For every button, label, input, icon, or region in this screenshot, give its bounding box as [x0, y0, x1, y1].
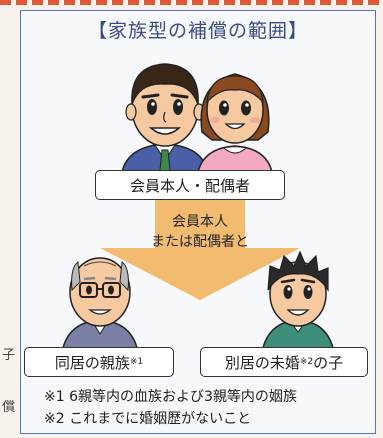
center-caption-line1: 会員本人 [172, 214, 228, 230]
diagram-title: 【家族型の補償の範囲】 [87, 20, 308, 42]
center-caption: 会員本人 または配偶者と [110, 212, 290, 252]
label-member-spouse: 会員本人・配偶者 [95, 170, 285, 200]
label-unmarried-child-text2: の子 [313, 353, 344, 372]
footnote-1: ※1 6親等内の血族および3親等内の姻族 [44, 389, 297, 405]
woman-illustration [197, 73, 273, 173]
down-arrow [100, 198, 300, 300]
margin-char-1: 子 [2, 348, 16, 363]
margin-char-2: 償 [2, 400, 16, 415]
label-cohabiting-relatives: 同居の親族※1 [24, 347, 174, 377]
label-member-spouse-text: 会員本人・配偶者 [129, 176, 250, 195]
footnote-mark-1: ※1 [129, 357, 144, 367]
young-man-illustration [261, 250, 335, 353]
label-unmarried-child-text1: 別居の未婚 [224, 353, 300, 372]
man-illustration [121, 63, 209, 175]
top-dashed-border [0, 0, 383, 5]
center-caption-line2: または配偶者と [151, 234, 249, 250]
footnote-mark-2: ※2 [299, 357, 314, 367]
label-cohabiting-relatives-text: 同居の親族 [54, 353, 130, 372]
footnote-2: ※2 これまでに婚姻歴がないこと [44, 411, 252, 427]
old-man-illustration [61, 257, 139, 353]
